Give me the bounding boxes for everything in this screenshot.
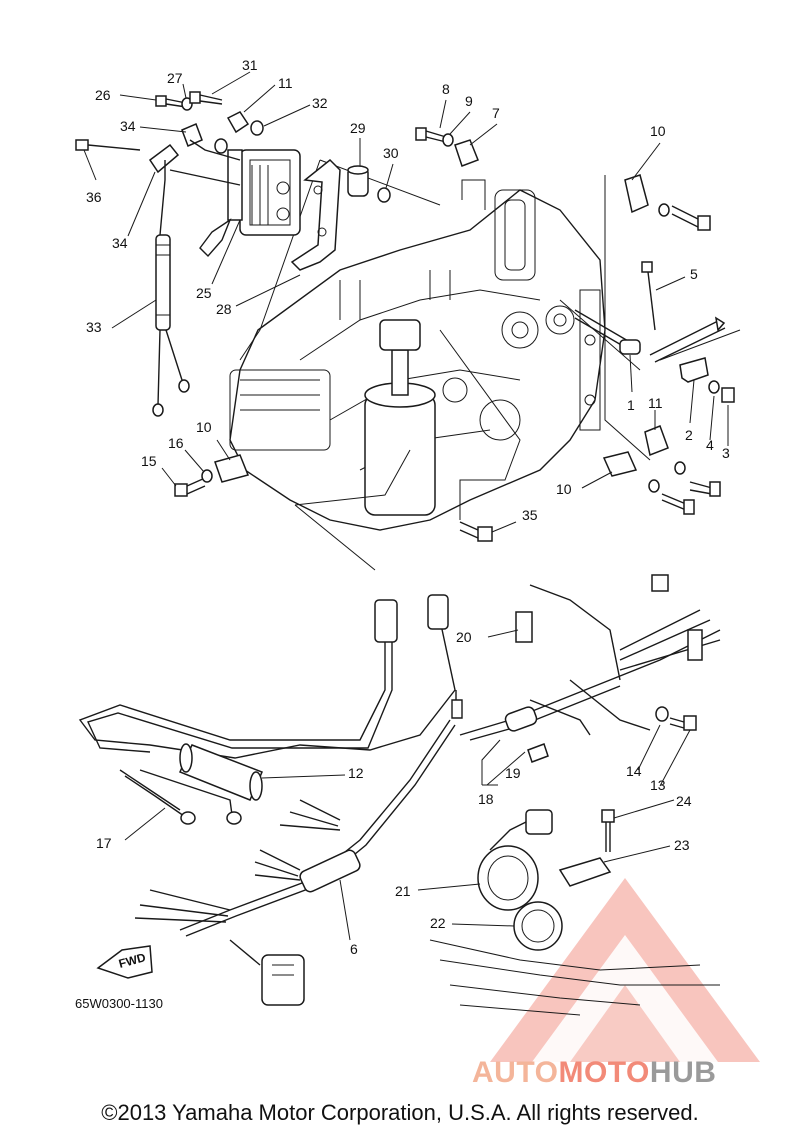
drawing-code: 65W0300-1130 — [75, 996, 163, 1011]
fwd-arrow: FWD — [96, 945, 153, 979]
washer-32 — [250, 120, 264, 136]
clamp-10-left — [214, 454, 250, 483]
bolt-right-lower — [661, 481, 721, 515]
label-10-top: 10 — [650, 123, 666, 139]
bolt-8 — [415, 127, 447, 143]
label-19: 19 — [505, 765, 521, 781]
cdi-unit — [199, 149, 301, 258]
clamp-7 — [454, 139, 479, 167]
bolt-15 — [174, 483, 188, 497]
cable-cover-12 — [178, 743, 263, 801]
collar-30 — [377, 187, 391, 203]
washer-4 — [708, 380, 720, 394]
logo-part-auto: AUTO — [472, 1056, 559, 1089]
label-13: 13 — [650, 777, 666, 793]
washer-right-lower-b — [648, 479, 660, 493]
clamp-10-right — [624, 174, 649, 214]
copyright-notice: ©2013 Yamaha Motor Corporation, U.S.A. A… — [101, 1100, 699, 1125]
gasket-22 — [513, 901, 563, 951]
label-21: 21 — [395, 883, 411, 899]
label-23: 23 — [674, 837, 690, 853]
label-18: 18 — [478, 791, 494, 807]
label-17: 17 — [96, 835, 112, 851]
spark-plug-cap — [148, 123, 241, 236]
label-20: 20 — [456, 629, 472, 645]
label-11: 11 — [278, 75, 293, 91]
bracket-23 — [558, 809, 615, 887]
label-10-lower: 10 — [556, 481, 572, 497]
label-25: 25 — [196, 285, 212, 301]
leader-lines — [83, 71, 729, 941]
part-number-labels: 26 27 31 11 32 34 36 34 25 28 33 29 30 8… — [75, 57, 730, 1011]
label-2: 2 — [685, 427, 693, 443]
washer-right-lower-a — [674, 461, 686, 475]
clamp-11-top — [226, 111, 250, 134]
label-1: 1 — [627, 397, 635, 413]
label-5: 5 — [690, 266, 698, 282]
washer-9 — [442, 133, 454, 147]
logo-part-hub: HUB — [649, 1056, 717, 1089]
main-switch-21 — [477, 809, 553, 911]
fwd-label: FWD — [117, 950, 147, 971]
wire-harness-right — [459, 574, 721, 763]
label-15: 15 — [141, 453, 157, 469]
bolt-35 — [477, 526, 493, 542]
cable-tie-5 — [641, 261, 656, 331]
wire-harness-6 — [134, 719, 456, 1006]
bracket-2 — [679, 357, 709, 383]
high-tension-cord — [152, 234, 190, 417]
logo-part-moto: MOTO — [558, 1056, 650, 1089]
label-32: 32 — [312, 95, 328, 111]
label-6: 6 — [350, 941, 358, 957]
label-35: 35 — [522, 507, 538, 523]
label-3: 3 — [722, 445, 730, 461]
lead-wire-1 — [574, 309, 726, 363]
label-31: 31 — [242, 57, 258, 73]
label-11-right: 11 — [648, 395, 663, 411]
bolt-right-top — [671, 205, 711, 231]
grommet-29 — [347, 165, 369, 197]
label-34-top: 34 — [120, 118, 136, 134]
watermark-logo-text: AUTOMOTOHUB — [472, 1056, 716, 1090]
label-7: 7 — [492, 105, 500, 121]
ground-lead-17 — [119, 769, 242, 825]
label-27: 27 — [167, 70, 183, 86]
label-9: 9 — [465, 93, 473, 109]
label-30: 30 — [383, 145, 399, 161]
label-28: 28 — [216, 301, 232, 317]
label-33: 33 — [86, 319, 102, 335]
cowling-outline — [429, 939, 720, 1016]
washer-right — [658, 203, 670, 217]
label-8: 8 — [442, 81, 450, 97]
label-22: 22 — [430, 915, 446, 931]
label-12: 12 — [348, 765, 364, 781]
battery-cable — [78, 594, 463, 759]
label-34-lower: 34 — [112, 235, 128, 251]
cable-tie-36 — [75, 139, 141, 151]
label-36: 36 — [86, 189, 102, 205]
watermark-logo-triangle — [490, 878, 760, 1062]
label-26: 26 — [95, 87, 111, 103]
label-4: 4 — [706, 437, 714, 453]
label-29: 29 — [350, 120, 366, 136]
washer-34 — [214, 138, 228, 154]
bolt-31 — [189, 91, 223, 105]
label-24: 24 — [676, 793, 692, 809]
label-14: 14 — [626, 763, 642, 779]
label-16: 16 — [168, 435, 184, 451]
holder-20 — [515, 611, 533, 643]
label-10-left: 10 — [196, 419, 212, 435]
cdi-bracket — [290, 158, 341, 271]
clamp-11-right — [644, 425, 669, 457]
clamp-10-lower — [602, 451, 638, 477]
washer-16 — [201, 469, 213, 483]
engine-block — [229, 189, 606, 531]
bolt-3 — [721, 387, 735, 403]
